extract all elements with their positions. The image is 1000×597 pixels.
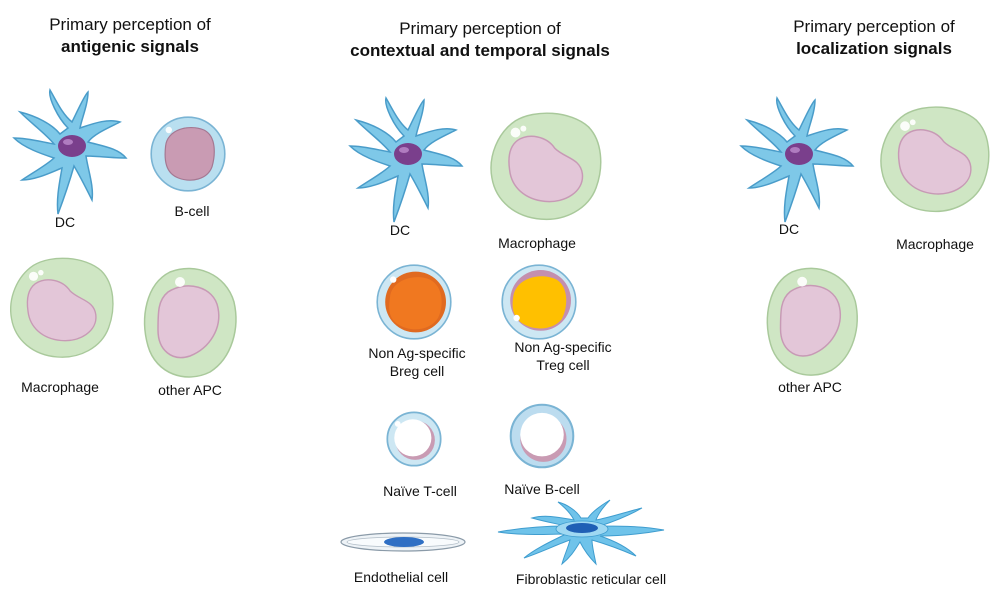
dc-cell-icon-2 [344, 96, 464, 226]
label-treg: Non Ag-specific Treg cell [514, 339, 612, 373]
label-breg: Non Ag-specific Breg cell [368, 345, 466, 379]
dc-cell-icon-3 [735, 96, 855, 226]
column-3-title-line2: localization signals [796, 39, 952, 58]
column-3-title-line1: Primary perception of [793, 17, 955, 36]
column-3-title: Primary perception of localization signa… [774, 16, 974, 60]
macrophage-icon-3 [876, 100, 992, 218]
label-bcell-1: B-cell [174, 203, 210, 219]
dc-cell-icon-1 [8, 88, 128, 218]
naive-bcell-icon [509, 403, 575, 469]
macrophage-icon-1 [6, 250, 116, 365]
frc-icon [497, 499, 665, 566]
column-1-title-line2: antigenic signals [61, 37, 199, 56]
treg-cell-icon [501, 264, 577, 340]
apc-icon-1 [140, 262, 240, 382]
column-2-title-line1: Primary perception of [399, 19, 561, 38]
label-naive-tcell: Naïve T-cell [383, 483, 457, 499]
apc-icon-3 [762, 262, 862, 380]
label-dc-2: DC [389, 222, 411, 238]
breg-cell-icon [376, 264, 452, 340]
label-frc: Fibroblastic reticular cell [515, 571, 667, 587]
column-1-title: Primary perception of antigenic signals [30, 14, 230, 58]
naive-tcell-icon [386, 411, 442, 467]
bcell-icon-1 [148, 114, 228, 194]
endothelial-cell-icon [340, 532, 466, 552]
label-apc-1: other APC [158, 382, 222, 398]
label-macrophage-1: Macrophage [21, 379, 99, 395]
column-2-title: Primary perception of contextual and tem… [330, 18, 630, 62]
macrophage-icon-2 [486, 106, 604, 226]
column-1-title-line1: Primary perception of [49, 15, 211, 34]
label-macrophage-3: Macrophage [896, 236, 974, 252]
column-2-title-line2: contextual and temporal signals [350, 41, 610, 60]
label-apc-3: other APC [778, 379, 842, 395]
label-naive-bcell: Naïve B-cell [504, 481, 580, 497]
label-dc-3: DC [778, 221, 800, 237]
label-endothelial: Endothelial cell [353, 569, 449, 585]
label-macrophage-2: Macrophage [498, 235, 576, 251]
label-dc-1: DC [54, 214, 76, 230]
